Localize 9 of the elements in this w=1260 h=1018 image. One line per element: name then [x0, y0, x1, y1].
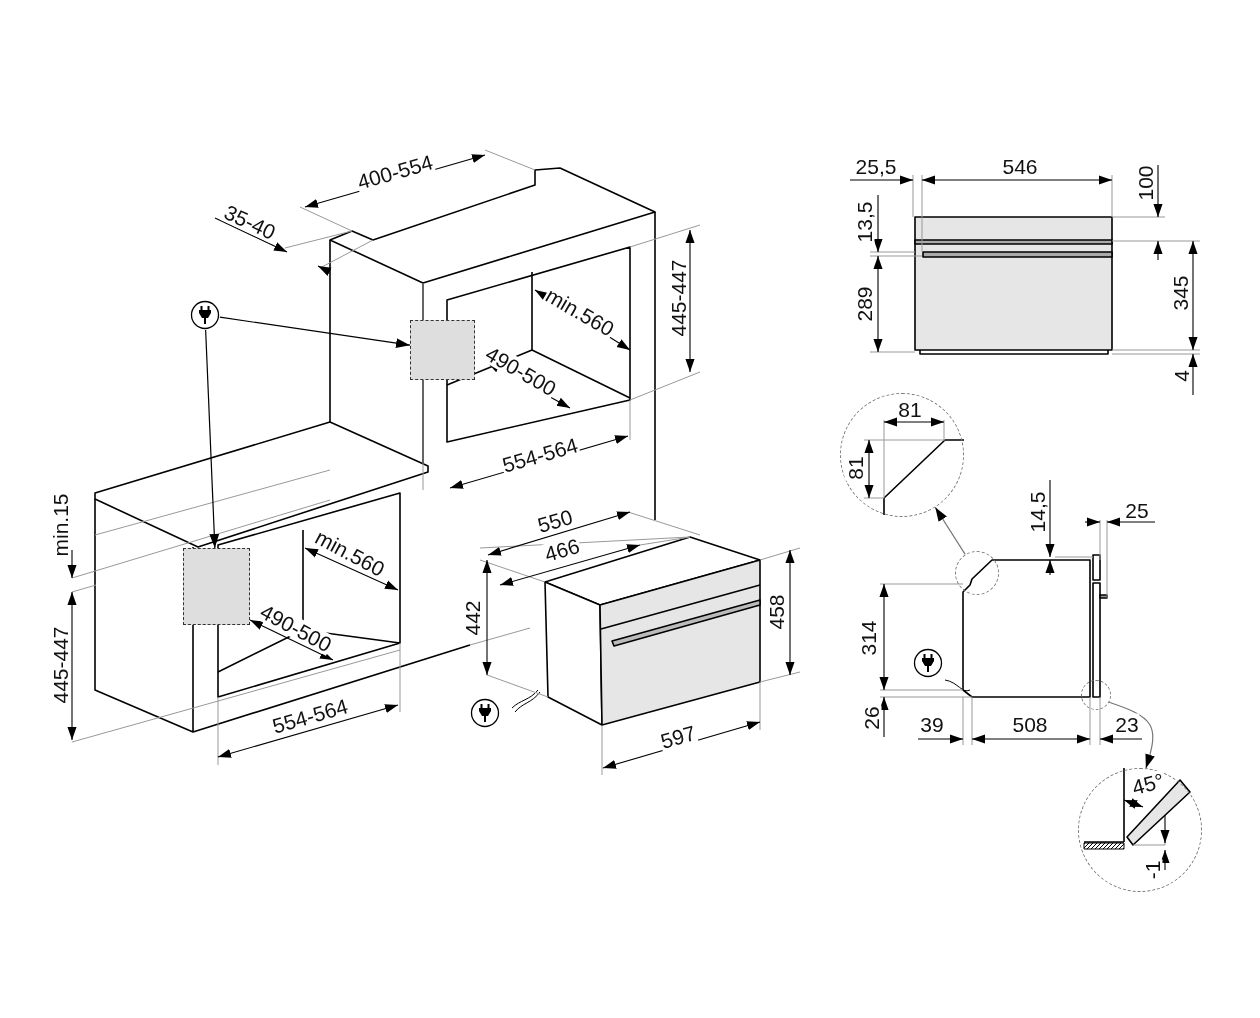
socket-area [183, 548, 250, 625]
plug-icon [190, 300, 220, 330]
leader-arrow [1108, 701, 1155, 769]
dimension-label: 81 [844, 455, 866, 481]
socket-area [410, 320, 475, 380]
leader-arrow [205, 329, 220, 549]
dimension-label: 23 [1114, 713, 1140, 735]
leader-arrow [219, 316, 411, 348]
leader-arrow [934, 506, 966, 556]
